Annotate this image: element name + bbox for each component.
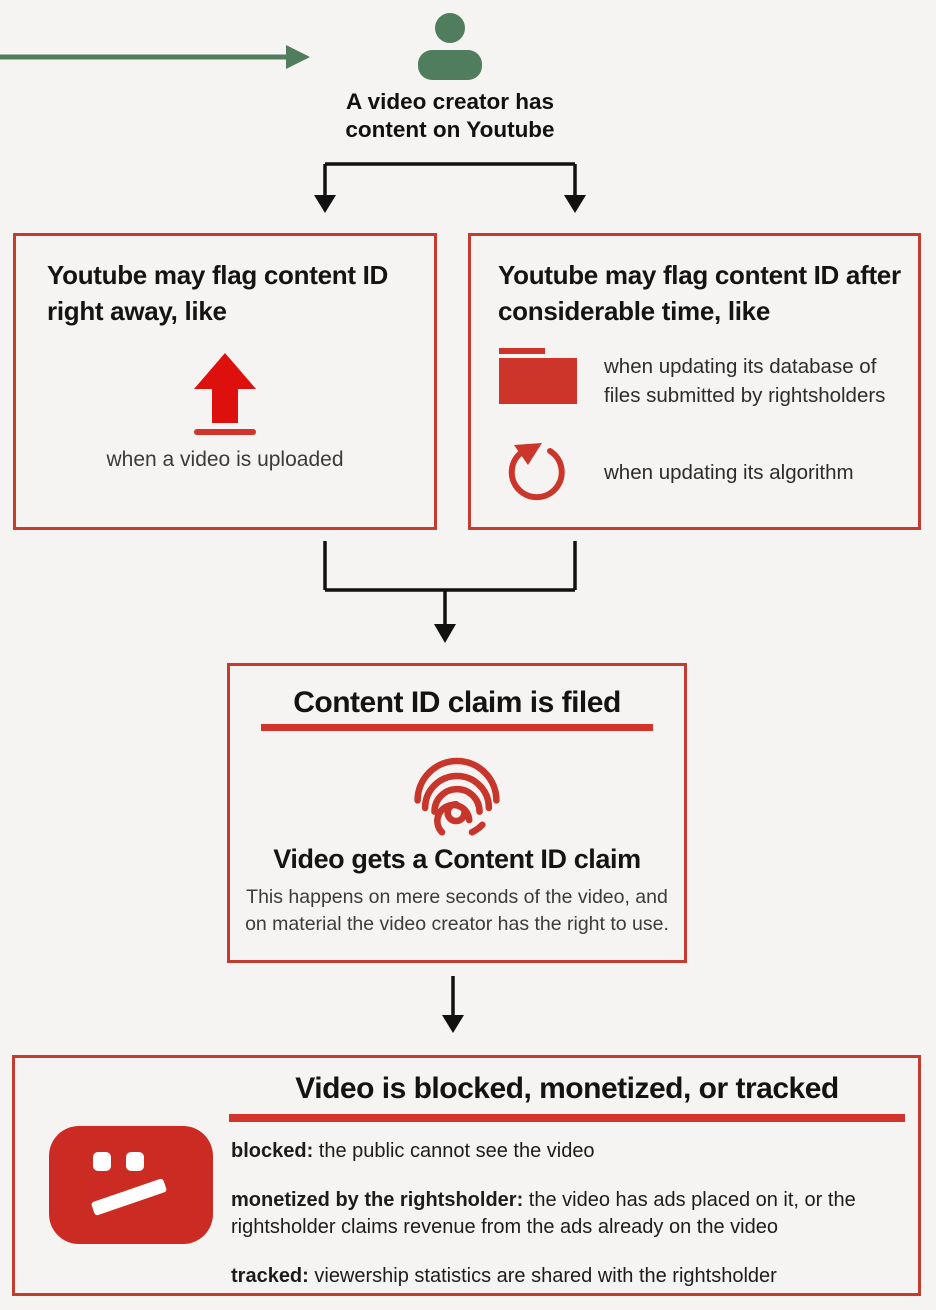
fingerprint-icon xyxy=(414,757,500,836)
claim-subtitle: Video gets a Content ID claim xyxy=(273,844,641,874)
folder-icon xyxy=(499,348,577,404)
outcome-title-underline xyxy=(229,1114,905,1122)
upload-icon xyxy=(194,353,256,435)
outcome-item-tracked-text: viewership statistics are shared with th… xyxy=(308,1265,777,1287)
merge-arrow xyxy=(323,541,577,643)
outcome-item-tracked-lead: tracked: xyxy=(231,1265,309,1287)
youtube-blocked-face-icon xyxy=(49,1126,213,1244)
person-icon xyxy=(418,13,482,80)
creator-heading: A video creator has content on Youtube xyxy=(300,88,600,144)
box-flag-right-away-title: Youtube may flag content ID right away, … xyxy=(47,260,388,326)
outcome-item-monetized-lead: monetized by the rightsholder: xyxy=(231,1189,524,1211)
outcome-item-list: blocked: the public cannot see the video… xyxy=(231,1138,915,1290)
creator-heading-line2: content on Youtube xyxy=(345,117,555,142)
box-flag-right-away: Youtube may flag content ID right away, … xyxy=(13,233,437,530)
outcome-item-blocked-text: the public cannot see the video xyxy=(313,1140,595,1162)
branch-arrows xyxy=(314,162,586,213)
down-arrow xyxy=(442,976,464,1033)
upload-caption: when a video is uploaded xyxy=(106,448,344,471)
outcome-item-blocked-lead: blocked: xyxy=(231,1140,314,1162)
box-flag-after-time: Youtube may flag content ID after consid… xyxy=(468,233,921,530)
claim-body-text: This happens on mere seconds of the vide… xyxy=(245,886,669,935)
creator-heading-line1: A video creator has xyxy=(346,89,554,114)
claim-title-underline xyxy=(261,724,653,731)
outcome-item-monetized: monetized by the rightsholder: the video… xyxy=(231,1187,915,1241)
outcome-item-tracked: tracked: viewership statistics are share… xyxy=(231,1263,915,1290)
green-arrow-icon xyxy=(0,45,310,69)
algorithm-item-text: when updating its algorithm xyxy=(604,461,854,484)
database-item-text: when updating its database of files subm… xyxy=(604,355,886,407)
box-outcome: Video is blocked, monetized, or tracked … xyxy=(12,1055,921,1296)
refresh-icon xyxy=(508,443,565,501)
outcome-item-blocked: blocked: the public cannot see the video xyxy=(231,1138,915,1165)
box-flag-after-time-title: Youtube may flag content ID after consid… xyxy=(498,260,901,326)
box-claim-filed: Content ID claim is filed Video gets a C… xyxy=(227,663,687,963)
claim-title: Content ID claim is filed xyxy=(293,686,621,719)
outcome-item-monetized-text: the video has ads placed on it, or the r… xyxy=(231,1189,856,1238)
outcome-title: Video is blocked, monetized, or tracked xyxy=(295,1072,839,1105)
